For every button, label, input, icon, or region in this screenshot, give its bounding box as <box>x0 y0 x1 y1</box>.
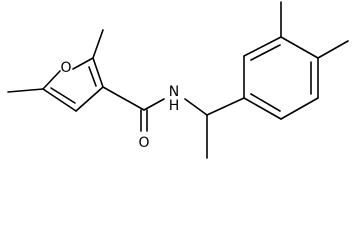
benzene-bond-6-1-inner <box>250 93 281 112</box>
bond-ch-aryl <box>206 97 245 116</box>
chemical-structure-diagram: O N H O <box>7 1 349 159</box>
furan-bond-c3-c4 <box>75 86 104 112</box>
aryl-methyl-bond-4 <box>317 40 349 59</box>
furan-bond-c4-c5-inner <box>50 87 76 104</box>
benzene-bond-6-1 <box>243 97 282 120</box>
amide-nitrogen-label: N <box>169 84 179 100</box>
bond-carbonyl-n <box>143 98 165 111</box>
benzene-bond-5-6 <box>280 97 319 120</box>
benzene-bond-2-3 <box>243 36 282 57</box>
furan-bond-c2-c3-inner <box>88 66 97 87</box>
carbonyl-oxygen-label: O <box>138 135 149 151</box>
furan-oxygen-label: O <box>60 60 71 76</box>
atom-label-group: O N H O <box>60 60 179 151</box>
furan-bond-o1-c2 <box>72 57 94 70</box>
benzene-bond-2-3-inner <box>250 44 281 61</box>
methyl-bond-c2 <box>92 29 104 59</box>
furan-bond-c2-c3 <box>92 57 104 88</box>
bond-c3-carbonyl <box>102 86 145 111</box>
benzene-bond-3-4 <box>280 36 319 59</box>
bond-n-ch <box>184 98 208 116</box>
amide-hydrogen-label: H <box>169 98 180 114</box>
furan-bond-c5-o1 <box>42 70 61 90</box>
methyl-bond-c5 <box>7 88 44 93</box>
furan-bond-c4-c5 <box>42 88 77 112</box>
bond-group <box>7 1 349 159</box>
